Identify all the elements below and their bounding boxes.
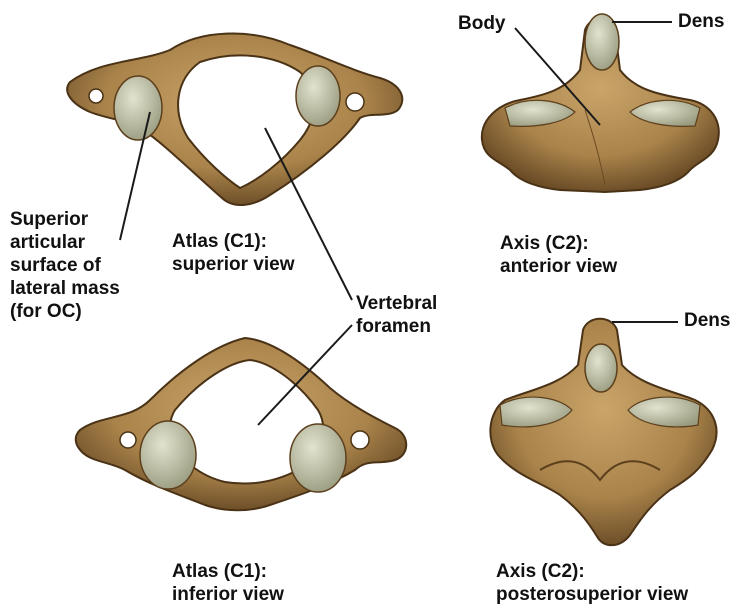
- label-axis-posterosuperior-view: Axis (C2): posterosuperior view: [496, 560, 688, 606]
- label-atlas-superior-view: Atlas (C1): superior view: [172, 230, 295, 276]
- atlas-inferior-bone: [76, 338, 407, 510]
- label-axis-anterior-view: Axis (C2): anterior view: [500, 232, 617, 278]
- label-dens-top: Dens: [678, 10, 724, 33]
- label-superior-articular-surface: Superior articular surface of lateral ma…: [10, 208, 120, 323]
- label-atlas-inferior-view: Atlas (C1): inferior view: [172, 560, 284, 606]
- axis-anterior-bone: [482, 14, 719, 192]
- label-vertebral-foramen: Vertebral foramen: [356, 292, 437, 338]
- axis-posterosuperior-bone: [490, 319, 716, 545]
- label-body: Body: [458, 12, 506, 35]
- atlas-superior-bone: [67, 34, 402, 206]
- label-dens-bottom: Dens: [684, 309, 730, 332]
